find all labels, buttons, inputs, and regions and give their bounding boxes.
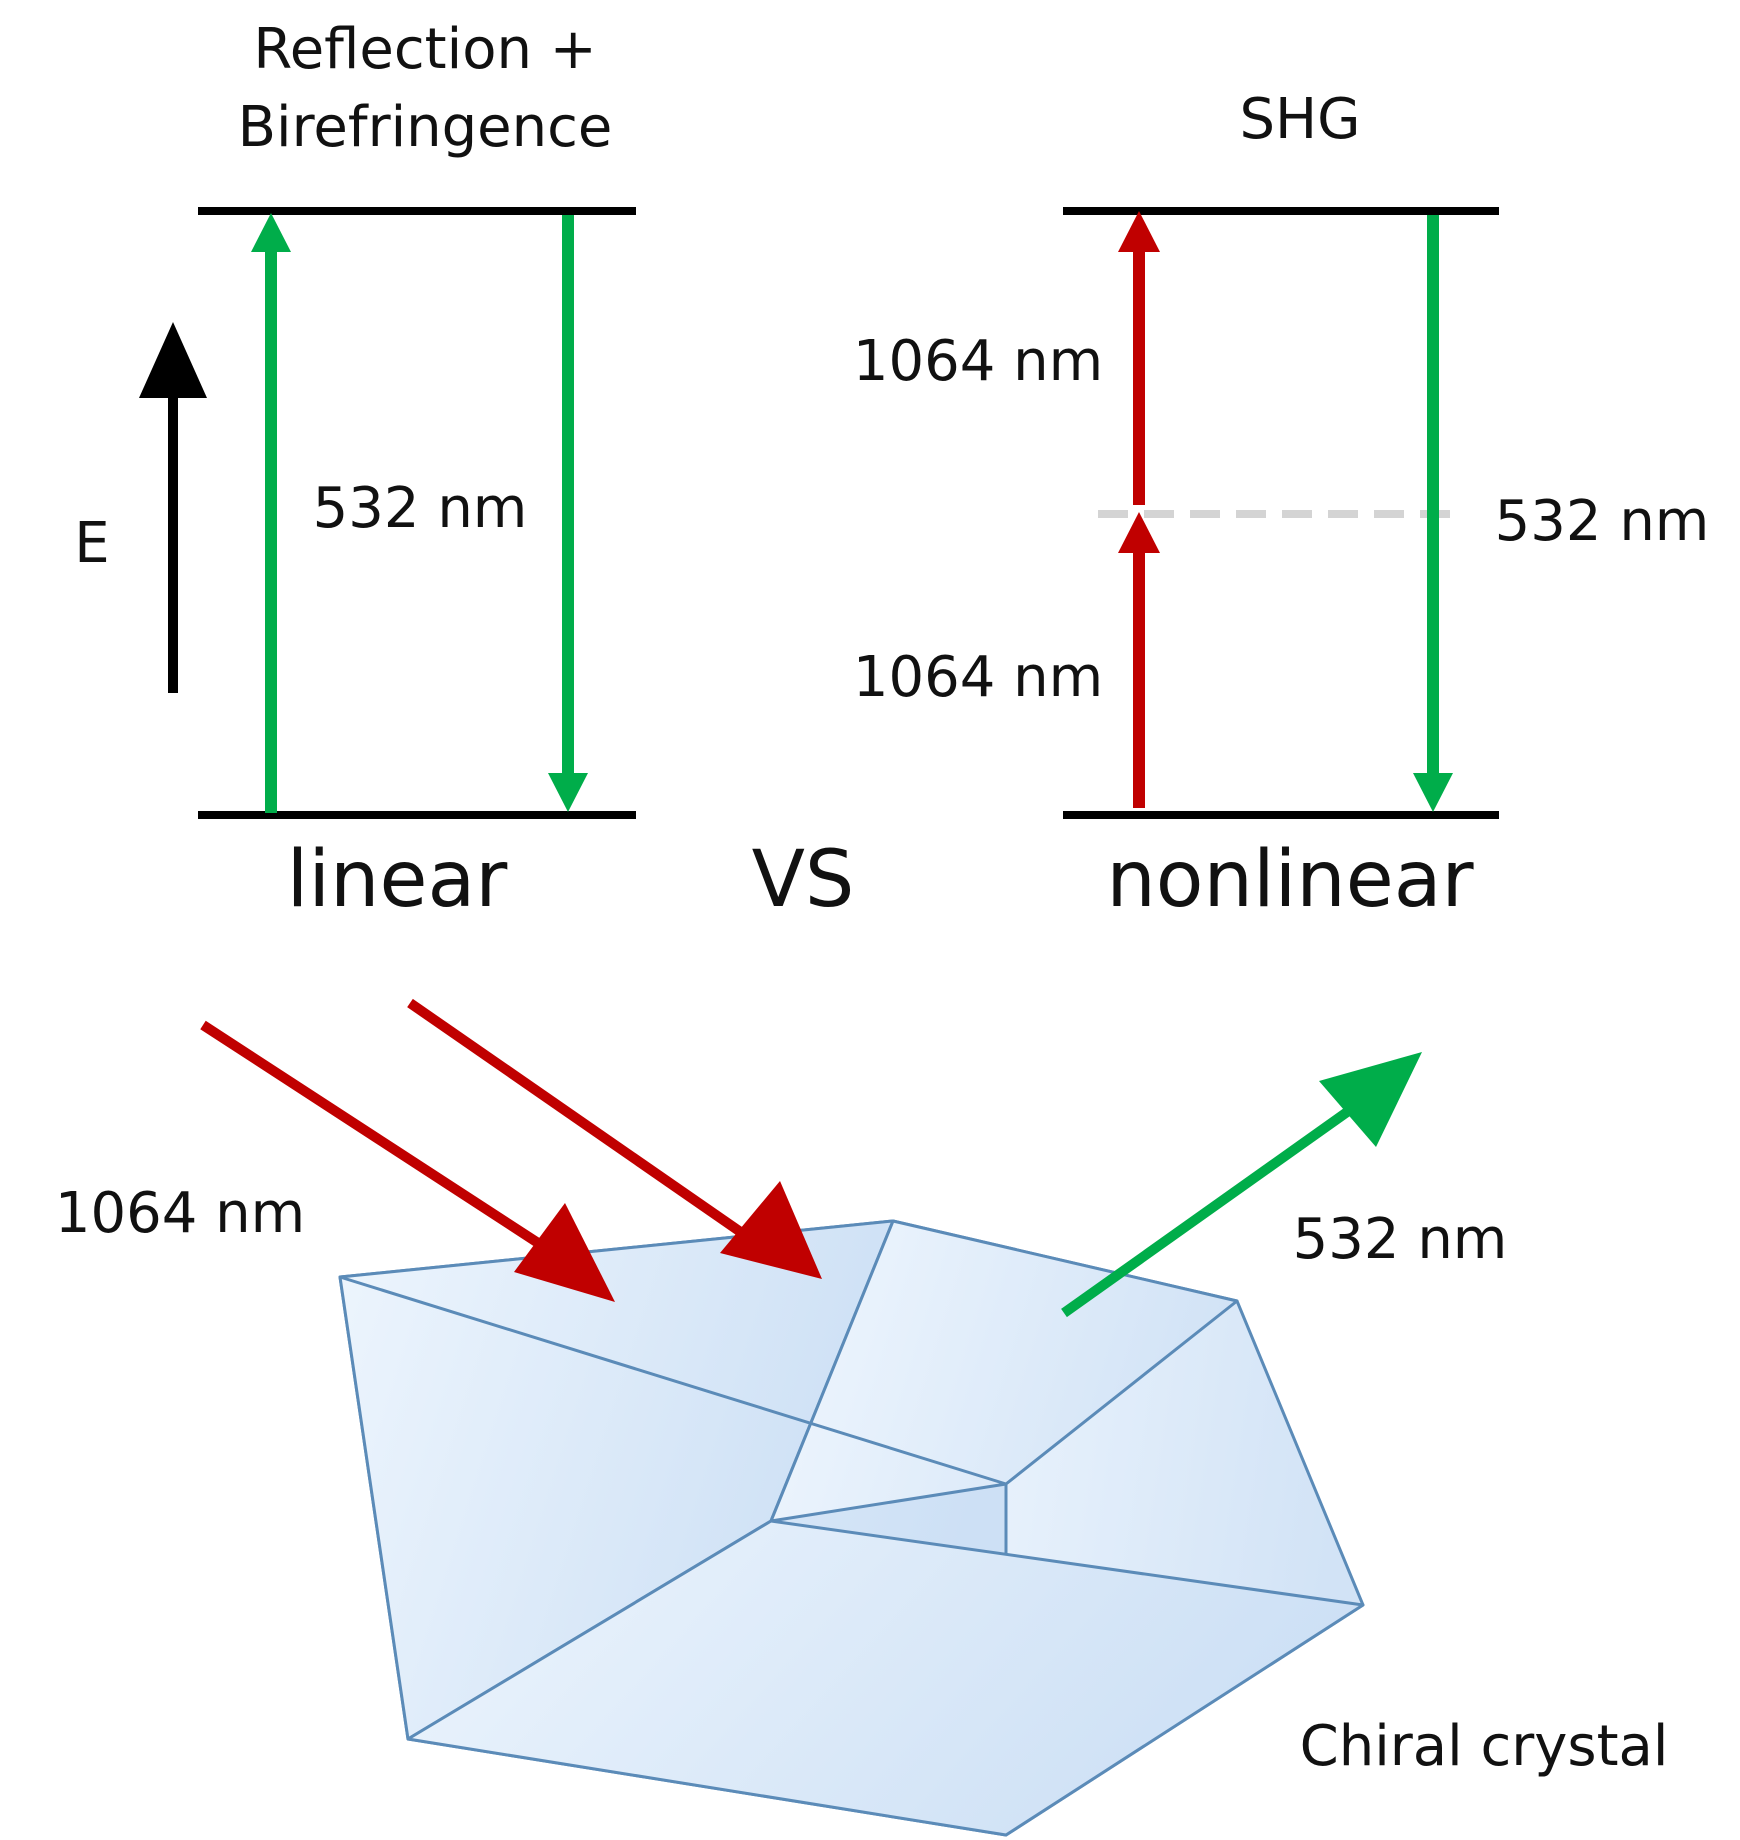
upper-pump-wavelength: 1064 nm — [853, 329, 1103, 394]
energy-axis-arrowhead — [139, 322, 207, 398]
incident-beam-2-arrowhead — [720, 1181, 822, 1279]
linear-emission-arrowhead — [548, 773, 588, 812]
incident-wavelength-label: 1064 nm — [55, 1181, 305, 1246]
linear-wavelength-label: 532 nm — [313, 476, 528, 541]
nonlinear-caption: nonlinear — [1106, 835, 1474, 925]
incident-beam-1-arrowhead — [514, 1203, 615, 1302]
crystal-label: Chiral crystal — [1300, 1714, 1669, 1779]
emitted-beam-arrowhead — [1319, 1052, 1422, 1147]
incident-beam-2-shaft — [407, 998, 745, 1238]
linear-title-line1: Reflection + — [253, 17, 596, 82]
linear-absorption-arrowhead — [251, 213, 291, 252]
linear-panel: Reflection + Birefringence E 532 nm line… — [74, 17, 636, 925]
crystal-scene: 1064 nm 532 nm Chiral crystal — [55, 998, 1669, 1837]
shg-emission-arrowhead — [1413, 773, 1453, 812]
upper-pump-arrowhead — [1118, 211, 1160, 252]
energy-axis-label: E — [74, 511, 109, 576]
crystal-bottom-face — [406, 1519, 1365, 1837]
shg-wavelength-label: 532 nm — [1495, 489, 1710, 554]
incident-beam-1-shaft — [200, 1020, 558, 1259]
crystal-edge-diagonal — [339, 1275, 1007, 1486]
versus-label: VS — [752, 835, 855, 925]
emitted-beam-shaft — [1061, 1095, 1367, 1318]
nonlinear-title: SHG — [1239, 87, 1360, 152]
linear-caption: linear — [287, 835, 509, 925]
nonlinear-panel: SHG 1064 nm 1064 nm 532 nm nonlinear — [853, 87, 1710, 925]
chiral-crystal — [338, 1219, 1365, 1837]
lower-pump-arrowhead — [1118, 512, 1160, 553]
linear-title-line2: Birefringence — [238, 95, 613, 160]
emitted-wavelength-label: 532 nm — [1293, 1207, 1508, 1272]
lower-pump-wavelength: 1064 nm — [853, 645, 1103, 710]
